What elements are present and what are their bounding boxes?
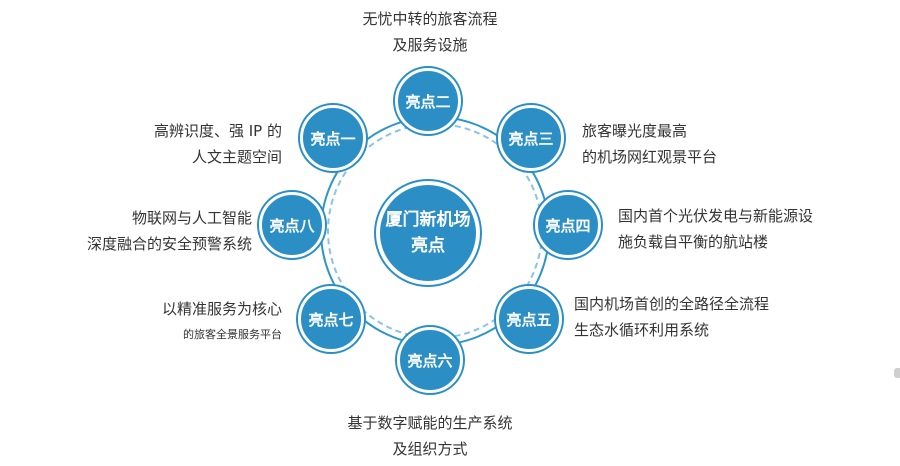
desc-highlight-2: 无忧中转的旅客流程 及服务设施 bbox=[300, 6, 560, 58]
node-highlight-7: 亮点七 bbox=[298, 286, 364, 352]
center-title-line1: 厦门新机场 bbox=[385, 210, 471, 230]
desc-6-line2: 及组织方式 bbox=[392, 440, 468, 458]
desc-highlight-7: 以精准服务为核心 的旅客全景服务平台 bbox=[60, 296, 282, 348]
desc-highlight-8: 物联网与人工智能 深度融合的安全预警系统 bbox=[30, 205, 252, 257]
desc-7-line1: 以精准服务为核心 bbox=[161, 300, 282, 318]
desc-8-line1: 物联网与人工智能 bbox=[131, 209, 252, 227]
desc-2-line2: 及服务设施 bbox=[392, 36, 468, 54]
node-highlight-1: 亮点一 bbox=[300, 105, 366, 171]
desc-highlight-6: 基于数字赋能的生产系统 及组织方式 bbox=[300, 410, 560, 462]
desc-highlight-3: 旅客曝光度最高 的机场网红观景平台 bbox=[582, 118, 822, 170]
scroll-edge-marker bbox=[894, 368, 900, 378]
desc-4-line2: 施负载自平衡的航站楼 bbox=[618, 233, 769, 251]
node-highlight-2: 亮点二 bbox=[395, 68, 461, 134]
center-circle: 厦门新机场 亮点 bbox=[376, 181, 480, 285]
desc-4-line1: 国内首个光伏发电与新能源设 bbox=[618, 207, 814, 225]
desc-highlight-1: 高辨识度、强 IP 的 人文主题空间 bbox=[60, 118, 282, 170]
desc-1-line1: 高辨识度、强 IP 的 bbox=[153, 122, 282, 140]
node-highlight-3: 亮点三 bbox=[498, 105, 564, 171]
desc-3-line1: 旅客曝光度最高 bbox=[582, 122, 688, 140]
center-title-line2: 亮点 bbox=[411, 236, 445, 256]
desc-6-line1: 基于数字赋能的生产系统 bbox=[347, 414, 513, 432]
node-highlight-6: 亮点六 bbox=[397, 327, 463, 393]
desc-highlight-5: 国内机场首创的全路径全流程 生态水循环利用系统 bbox=[574, 291, 864, 343]
desc-2-line1: 无忧中转的旅客流程 bbox=[362, 10, 498, 28]
node-highlight-4: 亮点四 bbox=[535, 192, 601, 258]
desc-3-line2: 的机场网红观景平台 bbox=[582, 148, 718, 166]
desc-7-line2: 的旅客全景服务平台 bbox=[183, 328, 282, 341]
desc-5-line1: 国内机场首创的全路径全流程 bbox=[574, 295, 770, 313]
desc-5-line2: 生态水循环利用系统 bbox=[574, 321, 710, 339]
node-highlight-8: 亮点八 bbox=[259, 192, 325, 258]
node-highlight-5: 亮点五 bbox=[496, 286, 562, 352]
desc-8-line2: 深度融合的安全预警系统 bbox=[86, 235, 252, 253]
desc-1-line2: 人文主题空间 bbox=[191, 148, 282, 166]
desc-highlight-4: 国内首个光伏发电与新能源设 施负载自平衡的航站楼 bbox=[618, 203, 888, 255]
